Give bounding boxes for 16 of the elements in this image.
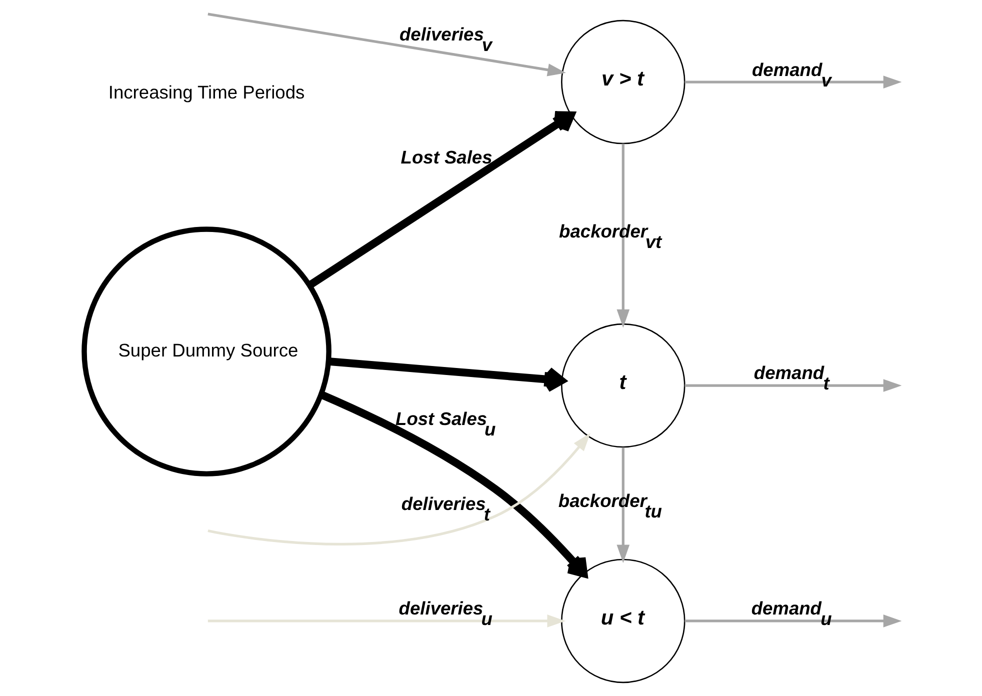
arrow — [207, 432, 590, 546]
arrow — [207, 12, 566, 76]
node-circle: t — [560, 323, 685, 448]
arrow — [684, 76, 902, 88]
arrow — [684, 379, 902, 392]
node-circle: v > t — [560, 20, 685, 144]
node-circle: u < t — [560, 558, 685, 684]
arrow — [207, 614, 566, 628]
label: Increasing Time Periods — [108, 82, 304, 103]
node-circle: Super Dummy Source — [81, 226, 331, 476]
arrow — [616, 144, 630, 328]
arrow — [684, 614, 902, 628]
edge-label: Lost Sales — [400, 146, 492, 168]
arrow — [307, 111, 574, 289]
arrow — [319, 390, 588, 578]
arrow — [616, 447, 630, 564]
